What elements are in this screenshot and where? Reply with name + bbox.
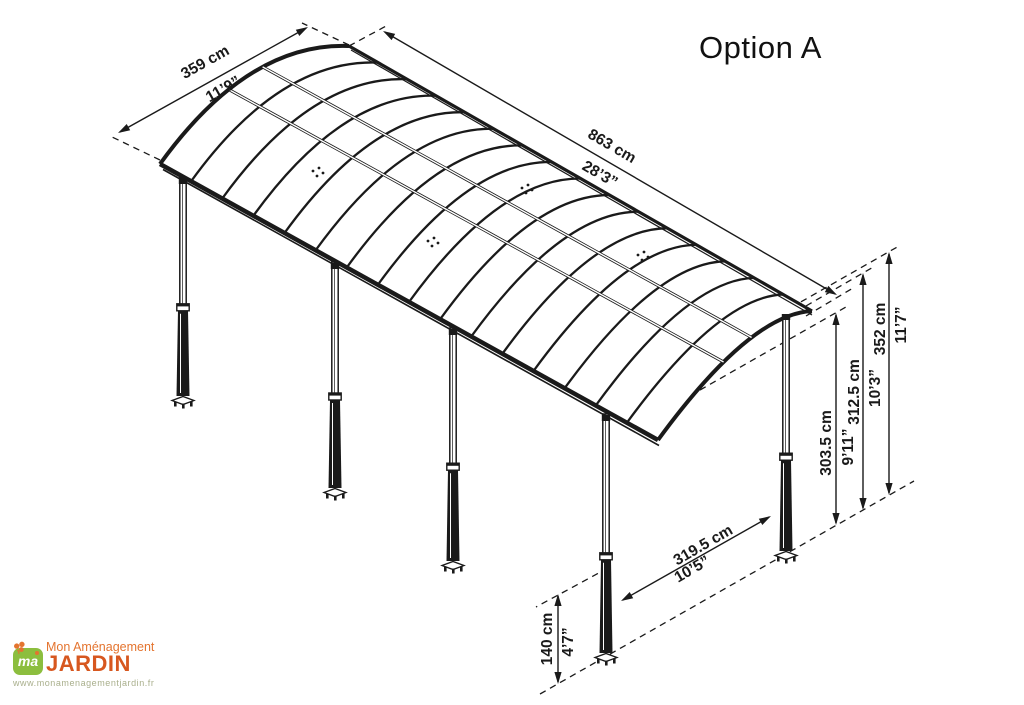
- clearance-height-metric-label: 303.5 cm: [818, 410, 835, 476]
- total-height-imperial-label: 11’7”: [893, 306, 910, 343]
- brand-name-text: JARDIN: [46, 651, 131, 676]
- clover-icon: [14, 641, 25, 654]
- carport-structure: [158, 43, 813, 666]
- roof-width-metric-label: 359 cm: [178, 42, 232, 83]
- total-height-metric-label: 352 cm: [872, 303, 889, 356]
- anchor-height-metric-label: 140 cm: [539, 613, 556, 666]
- dimension-arrows: [118, 27, 893, 684]
- eave-height-metric-label: 312.5 cm: [846, 359, 863, 425]
- logo-monogram-badge: ma: [13, 647, 43, 675]
- brand-logo: ma Mon Aménagement JARDIN www.monamenage…: [13, 641, 228, 688]
- anchor-height-imperial-label: 4’7”: [560, 627, 577, 656]
- brand-top-text: Mon Aménagement: [46, 640, 155, 655]
- eave-height-imperial-label: 10’3”: [867, 369, 884, 407]
- website-url: www.monamenagementjardin.fr: [13, 677, 155, 688]
- logo-monogram-text: ma: [17, 653, 39, 670]
- clearance-height-imperial-label: 9’11”: [840, 428, 857, 465]
- page-title: Option A: [699, 30, 822, 65]
